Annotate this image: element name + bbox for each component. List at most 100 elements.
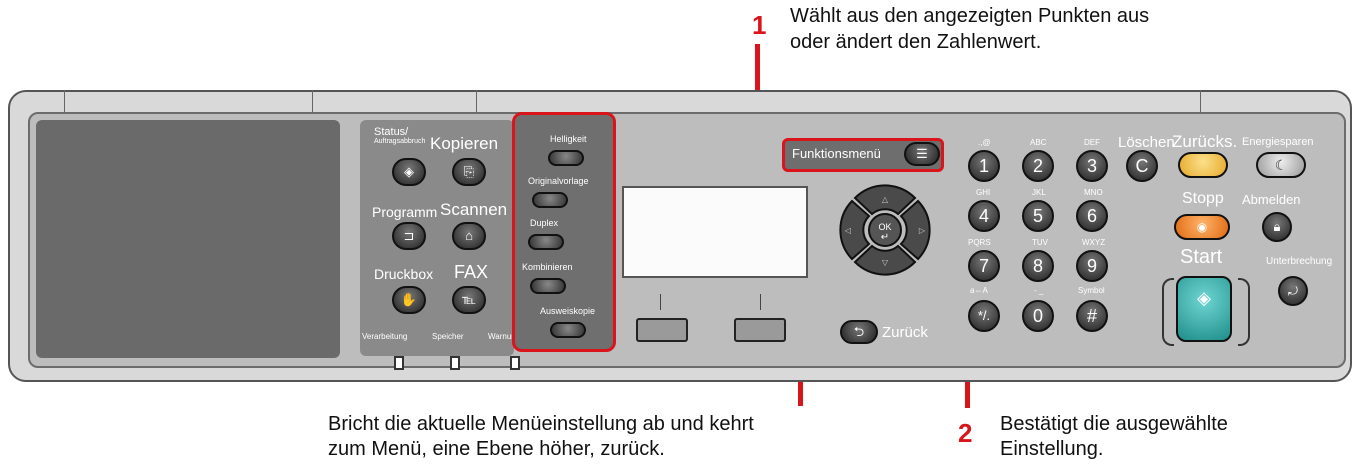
druckbox-button[interactable]: ✋ bbox=[392, 286, 426, 314]
enter-icon: ↵ bbox=[881, 232, 889, 243]
arrow-down-icon: ▽ bbox=[882, 258, 889, 267]
verarbeitung-indicator-label: Verarbeitung bbox=[362, 332, 408, 341]
numkey-3[interactable]: 3 bbox=[1076, 150, 1108, 182]
unterbrechung-button[interactable]: ⤾ bbox=[1278, 276, 1308, 306]
back-button[interactable]: ⮌ bbox=[840, 320, 878, 344]
start-button[interactable]: ◈ bbox=[1176, 276, 1232, 342]
left-display-area bbox=[36, 120, 340, 358]
ok-key-label: OK bbox=[878, 222, 891, 232]
panel-foot bbox=[394, 356, 404, 370]
soft-key-divider bbox=[760, 294, 761, 310]
scannen-label: Scannen bbox=[440, 200, 508, 219]
helligkeit-button[interactable] bbox=[548, 150, 584, 166]
status-sublabel: Auftragsabbruch bbox=[374, 138, 426, 145]
loeschen-label: Löschen bbox=[1118, 134, 1175, 151]
originalvorlage-label: Originalvorlage bbox=[528, 176, 589, 186]
callout-1-text-line1: Wählt aus den angezeigten Punkten aus bbox=[790, 5, 1150, 27]
kopieren-label: Kopieren bbox=[430, 134, 499, 153]
message-display bbox=[622, 186, 808, 278]
status-label: Status/ bbox=[374, 126, 409, 138]
panel-foot bbox=[510, 356, 520, 370]
abmelden-label: Abmelden bbox=[1242, 192, 1301, 207]
right-select-key[interactable] bbox=[734, 318, 786, 342]
unterbrechung-label: Unterbrechung bbox=[1266, 256, 1333, 267]
mode-key-group bbox=[360, 120, 514, 356]
up-key[interactable] bbox=[853, 184, 917, 216]
numkey-4[interactable]: 4 bbox=[968, 200, 1000, 232]
numkey-7[interactable]: 7 bbox=[968, 250, 1000, 282]
numkey-1[interactable]: 1 bbox=[968, 150, 1000, 182]
zuruecks-button[interactable] bbox=[1178, 152, 1228, 178]
soft-key-divider bbox=[660, 294, 661, 310]
numkey-star[interactable]: */. bbox=[968, 300, 1000, 332]
helligkeit-label: Helligkeit bbox=[550, 134, 587, 144]
programm-button[interactable]: ⊐ bbox=[392, 222, 426, 250]
start-button-guard-right bbox=[1238, 278, 1250, 346]
numkey-1-sub: .,@ bbox=[978, 138, 991, 147]
numkey-5[interactable]: 5 bbox=[1022, 200, 1054, 232]
arrow-left-icon: ◁ bbox=[844, 226, 851, 235]
fax-button[interactable]: ℡ bbox=[452, 286, 486, 314]
programm-label: Programm bbox=[372, 204, 438, 220]
duplex-button[interactable] bbox=[528, 234, 564, 250]
numkey-0[interactable]: 0 bbox=[1022, 300, 1054, 332]
function-menu-button[interactable]: ☰ bbox=[904, 142, 940, 166]
abmelden-button[interactable]: 🔒︎ bbox=[1262, 212, 1292, 242]
callout-2-number: 2 bbox=[958, 418, 973, 448]
numkey-2[interactable]: 2 bbox=[1022, 150, 1054, 182]
arrow-up-icon: △ bbox=[882, 195, 889, 204]
down-key[interactable] bbox=[853, 244, 917, 276]
numkey-9-sub: WXYZ bbox=[1082, 238, 1106, 247]
numkey-8[interactable]: 8 bbox=[1022, 250, 1054, 282]
numkey-8-sub: TUV bbox=[1032, 238, 1048, 247]
fax-label: FAX bbox=[454, 262, 489, 282]
numkey-2-sub: ABC bbox=[1030, 138, 1047, 147]
stopp-label: Stopp bbox=[1182, 190, 1224, 207]
energiesparen-button[interactable]: ☾ bbox=[1256, 152, 1306, 178]
start-label: Start bbox=[1180, 246, 1223, 268]
left-select-key[interactable] bbox=[636, 318, 688, 342]
ausweiskopie-label: Ausweiskopie bbox=[540, 306, 596, 316]
function-menu-label: Funktionsmenü bbox=[792, 146, 881, 161]
energiesparen-label: Energiesparen bbox=[1242, 136, 1314, 148]
right-key[interactable] bbox=[899, 199, 931, 261]
druckbox-label: Druckbox bbox=[374, 266, 434, 282]
numkey-hash[interactable]: # bbox=[1076, 300, 1108, 332]
callout-3-text-line1: Bricht die aktuelle Menüeinstellung ab u… bbox=[328, 413, 754, 435]
numkey-3-sub: DEF bbox=[1084, 138, 1100, 147]
back-label: Zurück bbox=[882, 324, 928, 341]
left-key[interactable] bbox=[839, 199, 871, 261]
navigation-keys: OK ↵ △ ▽ ◁ ▷ bbox=[839, 184, 931, 276]
panel-top-divider bbox=[312, 90, 313, 112]
panel-foot bbox=[450, 356, 460, 370]
stopp-button[interactable]: ◉ bbox=[1174, 214, 1230, 240]
callout-2-text-line1: Bestätigt die ausgewählte bbox=[1000, 413, 1228, 435]
numkey-9[interactable]: 9 bbox=[1076, 250, 1108, 282]
numkey-7-sub: PQRS bbox=[968, 238, 991, 247]
numkey-4-sub: GHI bbox=[976, 188, 991, 197]
numkey-0-sub: - _ bbox=[1034, 286, 1044, 295]
originalvorlage-button[interactable] bbox=[532, 192, 568, 208]
arrow-right-icon: ▷ bbox=[919, 226, 926, 235]
start-button-guard-left bbox=[1162, 278, 1174, 346]
callout-1-number: 1 bbox=[752, 10, 767, 40]
loeschen-button[interactable]: C bbox=[1126, 150, 1158, 182]
panel-top-divider bbox=[476, 90, 477, 112]
numkey-6[interactable]: 6 bbox=[1076, 200, 1108, 232]
panel-top-divider bbox=[1200, 90, 1201, 112]
speicher-indicator-label: Speicher bbox=[432, 332, 464, 341]
scannen-button[interactable]: ⌂ bbox=[452, 222, 486, 250]
callout-2-text-line2: Einstellung. bbox=[1000, 438, 1104, 460]
ok-key[interactable] bbox=[868, 213, 902, 247]
status-button[interactable]: ◈ bbox=[392, 158, 426, 186]
callout-3-text-line2: zum Menü, eine Ebene höher, zurück. bbox=[328, 438, 665, 460]
copy-function-key-group bbox=[512, 112, 616, 352]
callout-1-text-line2: oder ändert den Zahlenwert. bbox=[790, 31, 1042, 53]
numkey-hash-sub: Symbol bbox=[1078, 286, 1105, 295]
kombinieren-label: Kombinieren bbox=[522, 262, 573, 272]
numkey-5-sub: JKL bbox=[1032, 188, 1046, 197]
kopieren-button[interactable]: ⎘ bbox=[452, 158, 486, 186]
ausweiskopie-button[interactable] bbox=[550, 322, 586, 338]
kombinieren-button[interactable] bbox=[530, 278, 566, 294]
numkey-star-sub: a⇔A bbox=[970, 286, 988, 295]
